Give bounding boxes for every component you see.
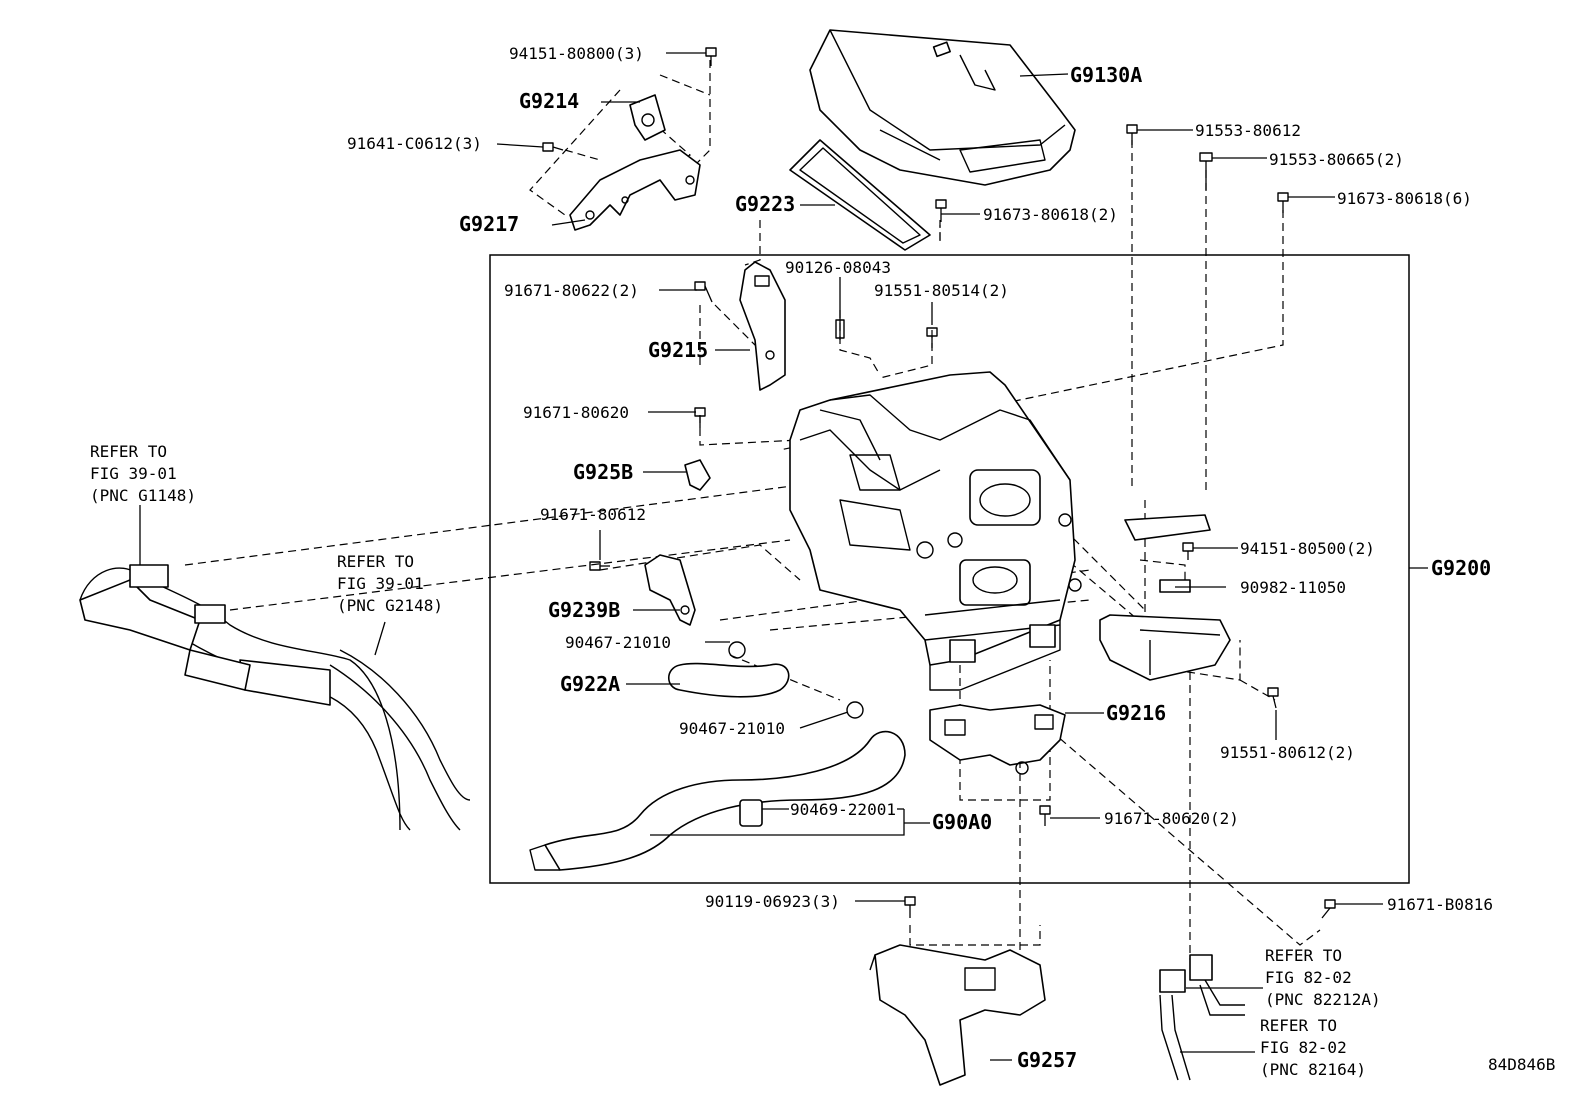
part-label-g9216: G9216 [1106, 701, 1166, 725]
bracket-g9215 [739, 261, 786, 391]
hose-g922a [667, 662, 790, 698]
part-label-g9217: G9217 [459, 212, 519, 236]
part-label-91673-80618-2: 91673-80618(2) [983, 205, 1118, 224]
part-labels: 94151-80800(3) G9214 91641-C0612(3) G921… [347, 44, 1493, 1072]
ref-line: FIG 82-02 [1260, 1038, 1347, 1057]
ref-line: FIG 39-01 [90, 464, 177, 483]
junction-block [1099, 514, 1231, 681]
ref-line: REFER TO [90, 442, 167, 461]
bracket-g9239b [644, 554, 696, 626]
part-label-91551-80612: 91551-80612(2) [1220, 743, 1355, 762]
part-label-91671-80612: 91671-80612 [540, 505, 646, 524]
part-label-91671-80622: 91671-80622(2) [504, 281, 639, 300]
hose-g90a0 [529, 641, 906, 871]
part-label-94151-80800: 94151-80800(3) [509, 44, 644, 63]
bolt-icon [1199, 152, 1213, 190]
part-label-91671-b0816: 91671-B0816 [1387, 895, 1493, 914]
part-label-g9257: G9257 [1017, 1048, 1077, 1072]
ref-line: (PNC 82212A) [1265, 990, 1381, 1009]
bracket-g925b [684, 459, 711, 491]
bolt-icon [1126, 124, 1138, 145]
bolt-icon [705, 47, 717, 66]
part-label-g9214: G9214 [519, 89, 579, 113]
part-label-90119-06923: 90119-06923(3) [705, 892, 840, 911]
reference-note-3: REFER TO FIG 82-02 (PNC 82212A) [1265, 946, 1381, 1009]
part-label-g9215: G9215 [648, 338, 708, 362]
bracket-g9216 [929, 704, 1066, 775]
part-label-g922a: G922A [560, 672, 620, 696]
ref-line: REFER TO [337, 552, 414, 571]
ref-line: REFER TO [1265, 946, 1342, 965]
wire-harness [79, 564, 471, 831]
reference-note-4: REFER TO FIG 82-02 (PNC 82164) [1260, 1016, 1366, 1079]
bolt-icon [1321, 899, 1336, 919]
ref-line: (PNC G2148) [337, 596, 443, 615]
ref-line: (PNC G1148) [90, 486, 196, 505]
part-label-91671-80620: 91671-80620 [523, 403, 629, 422]
part-label-90982-11050: 90982-11050 [1240, 578, 1346, 597]
part-label-g9239b: G9239B [548, 598, 620, 622]
part-label-90467-21010-a: 90467-21010 [565, 633, 671, 652]
part-label-g9223: G9223 [735, 192, 795, 216]
part-label-g90a0: G90A0 [932, 810, 992, 834]
bolt-icon [1039, 805, 1051, 826]
part-label-91641-c0612: 91641-C0612(3) [347, 134, 482, 153]
ref-line: (PNC 82164) [1260, 1060, 1366, 1079]
part-label-90126-08043: 90126-08043 [785, 258, 891, 277]
ref-line: FIG 39-01 [337, 574, 424, 593]
gasket-g9223 [789, 139, 931, 251]
part-label-91671-80620-2: 91671-80620(2) [1104, 809, 1239, 828]
bracket-g9257 [869, 944, 1046, 1086]
part-label-91551-80514: 91551-80514(2) [874, 281, 1009, 300]
assembly-frame [489, 254, 1410, 884]
part-label-90467-21010-b: 90467-21010 [679, 719, 785, 738]
part-label-g925b: G925B [573, 460, 633, 484]
bolt-icon [935, 199, 947, 222]
part-label-91673-80618-6: 91673-80618(6) [1337, 189, 1472, 208]
bolt-icon [694, 407, 706, 428]
stud-icon [835, 315, 845, 340]
bolt-icon [589, 561, 610, 571]
group-label: G9200 [1431, 556, 1491, 580]
part-label-90469-22001: 90469-22001 [790, 800, 896, 819]
bolt-icon [904, 896, 916, 918]
bolt-icon [542, 142, 564, 152]
part-label-94151-80500: 94151-80500(2) [1240, 539, 1375, 558]
ref-line: FIG 82-02 [1265, 968, 1352, 987]
part-label-g9130a: G9130A [1070, 63, 1142, 87]
bolt-icon [926, 327, 938, 348]
bolt-icon [694, 281, 713, 303]
inverter-assembly [789, 371, 1082, 691]
connector-harness [1159, 954, 1245, 1081]
cover-g9130a [809, 29, 1076, 186]
bolt-icon [1267, 687, 1279, 709]
part-label-91553-80665: 91553-80665(2) [1269, 150, 1404, 169]
reference-note-2: REFER TO FIG 39-01 (PNC G2148) [337, 552, 443, 615]
bolt-icon [1182, 542, 1194, 560]
bracket-g9214 [629, 94, 666, 141]
bracket-g9217 [569, 149, 701, 231]
ref-line: REFER TO [1260, 1016, 1337, 1035]
fasteners [542, 47, 1336, 919]
reference-note-1: REFER TO FIG 39-01 (PNC G1148) [90, 442, 196, 505]
leader-lines [139, 52, 1428, 1061]
bolt-icon [1277, 192, 1289, 213]
diagram-code: 84D846B [1488, 1055, 1555, 1074]
part-label-91553-80612: 91553-80612 [1195, 121, 1301, 140]
